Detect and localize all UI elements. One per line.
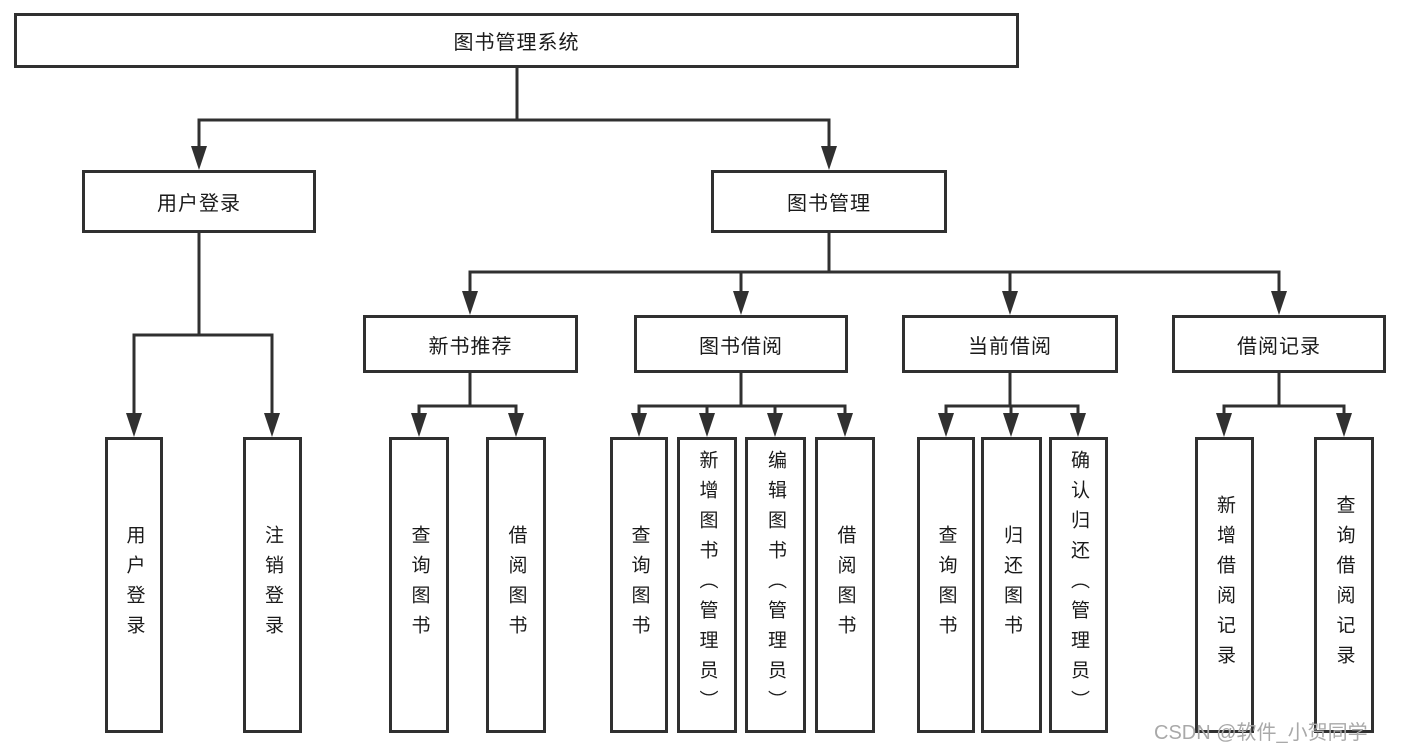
leaf-query-books-borrowing: 查询图书 bbox=[610, 437, 668, 733]
node-label: 注销登录 bbox=[262, 525, 283, 645]
leaf-confirm-return-admin: 确认归还（管理员） bbox=[1049, 437, 1108, 733]
node-label: 查询借阅记录 bbox=[1333, 495, 1355, 675]
leaf-borrow-books-recommend: 借阅图书 bbox=[486, 437, 546, 733]
node-label: 编辑图书（管理员） bbox=[765, 450, 786, 720]
node-label: 查询图书 bbox=[935, 525, 957, 645]
node-label: 图书管理 bbox=[787, 193, 871, 215]
leaf-logout: 注销登录 bbox=[243, 437, 302, 733]
watermark: CSDN @软件_小贺同学 bbox=[1154, 722, 1368, 744]
leaf-user-login: 用户登录 bbox=[105, 437, 163, 733]
node-label: 查询图书 bbox=[408, 525, 430, 645]
node-label: 借阅图书 bbox=[505, 525, 527, 645]
node-label: 当前借阅 bbox=[968, 335, 1052, 358]
node-borrowing-records: 借阅记录 bbox=[1172, 315, 1386, 373]
node-label: 用户登录 bbox=[157, 193, 241, 215]
node-label: 归还图书 bbox=[1001, 525, 1022, 645]
node-label: 查询图书 bbox=[628, 525, 650, 645]
node-label: 图书借阅 bbox=[699, 335, 783, 358]
node-new-book-recommend: 新书推荐 bbox=[363, 315, 578, 373]
node-label: 用户登录 bbox=[123, 525, 145, 645]
node-label: 新增图书（管理员） bbox=[696, 450, 718, 720]
leaf-query-borrow-record: 查询借阅记录 bbox=[1314, 437, 1374, 733]
leaf-query-books-recommend: 查询图书 bbox=[389, 437, 449, 733]
node-book-borrowing: 图书借阅 bbox=[634, 315, 848, 373]
leaf-add-borrow-record: 新增借阅记录 bbox=[1195, 437, 1254, 733]
leaf-return-books: 归还图书 bbox=[981, 437, 1042, 733]
leaf-query-books-current: 查询图书 bbox=[917, 437, 975, 733]
node-label: 借阅图书 bbox=[834, 525, 856, 645]
node-book-management: 图书管理 bbox=[711, 170, 947, 233]
node-root: 图书管理系统 bbox=[14, 13, 1019, 68]
leaf-add-books-admin: 新增图书（管理员） bbox=[677, 437, 737, 733]
leaf-edit-books-admin: 编辑图书（管理员） bbox=[745, 437, 806, 733]
node-user-login: 用户登录 bbox=[82, 170, 316, 233]
node-current-borrowing: 当前借阅 bbox=[902, 315, 1118, 373]
node-label: 新书推荐 bbox=[428, 335, 513, 358]
node-label: 图书管理系统 bbox=[453, 32, 580, 54]
leaf-borrow-books: 借阅图书 bbox=[815, 437, 875, 733]
node-label: 确认归还（管理员） bbox=[1068, 450, 1089, 720]
node-label: 借阅记录 bbox=[1237, 335, 1321, 358]
node-label: 新增借阅记录 bbox=[1214, 495, 1235, 675]
arrowheads bbox=[126, 146, 1352, 437]
